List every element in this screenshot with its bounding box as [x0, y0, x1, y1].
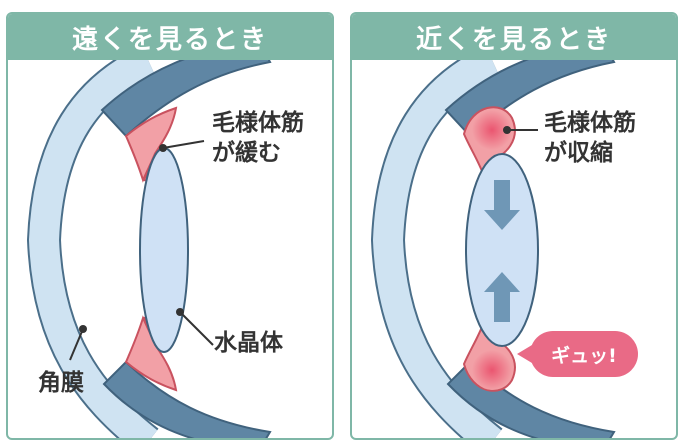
ciliary-muscle-upper — [124, 106, 178, 183]
ciliary-muscle-lower — [124, 315, 178, 392]
far-vision-panel: 遠くを見るとき 毛様体筋 が緩む — [6, 12, 334, 440]
muscle-leader-dot — [159, 144, 167, 152]
squeeze-callout: ギュッ! — [517, 331, 638, 377]
cornea-inner — [372, 60, 502, 438]
far-eye-illustration — [26, 60, 272, 438]
near-eye-illustration — [370, 60, 616, 438]
cornea-inner — [28, 60, 158, 438]
cornea-leader — [69, 328, 84, 361]
sclera-lower — [102, 360, 272, 438]
muscle-leader — [162, 140, 205, 149]
cornea-leader-dot — [79, 325, 87, 333]
near-vision-title: 近くを見るとき — [352, 14, 676, 60]
muscle-label-line2: が収縮 — [544, 140, 613, 166]
far-vision-title: 遠くを見るとき — [8, 14, 332, 60]
muscle-label-line1: 毛様体筋 — [544, 110, 636, 136]
lens — [465, 153, 539, 347]
lens-leader — [179, 311, 214, 346]
muscle-glow-upper — [472, 110, 512, 150]
lens — [139, 147, 189, 353]
near-vision-panel: 近くを見るとき — [350, 12, 678, 440]
lens-leader-dot — [176, 308, 184, 316]
lens-label: 水晶体 — [214, 330, 283, 356]
muscle-glow-lower — [472, 350, 512, 390]
muscle-label-line1: 毛様体筋 — [212, 110, 304, 136]
sclera-upper — [100, 60, 272, 138]
arrow-down-icon — [484, 180, 520, 230]
cornea-label: 角膜 — [38, 370, 84, 396]
muscle-label-line2: が緩む — [212, 140, 281, 166]
arrow-up-icon — [484, 272, 520, 322]
muscle-leader-dot — [503, 126, 511, 134]
